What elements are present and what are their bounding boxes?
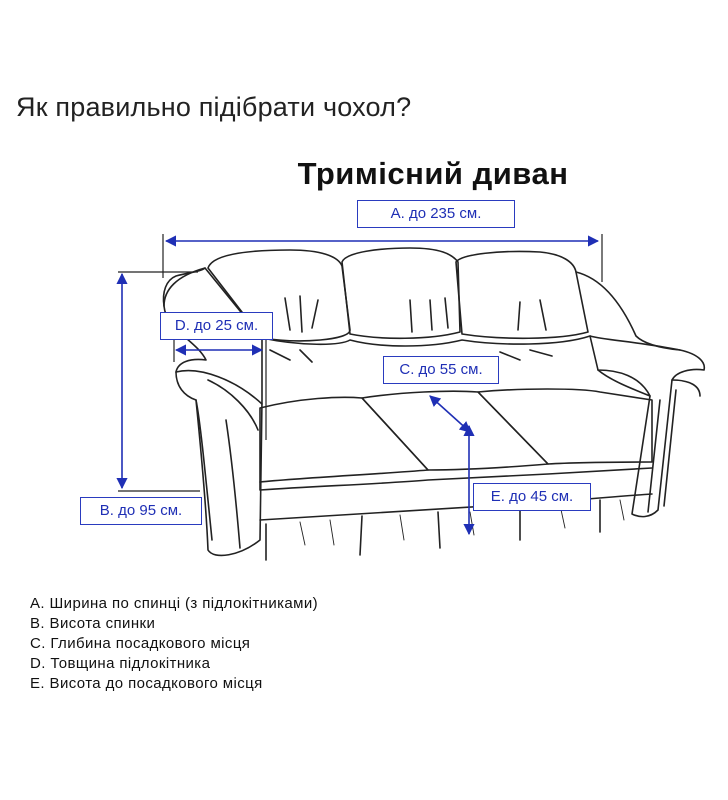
- legend-item-d: D. Товщина підлокітника: [30, 655, 211, 672]
- dimension-label-c: C. до 55 см.: [383, 356, 499, 384]
- page-heading-text: Як правильно підібрати чохол?: [16, 92, 412, 122]
- legend-item-a: A. Ширина по спинці (з підлокітниками): [30, 595, 319, 612]
- heading-clip: [12, 82, 712, 96]
- dimension-label-a: A. до 235 см.: [357, 200, 515, 228]
- legend-item-e: E. Висота до посадкового місця: [30, 675, 263, 692]
- page-heading: Як правильно підібрати чохол?: [12, 82, 712, 128]
- dimension-label-d: D. до 25 см.: [160, 312, 273, 340]
- dimension-label-e: E. до 45 см.: [473, 483, 591, 511]
- seat-cushion-middle: [361, 390, 549, 471]
- back-cushion-left: [207, 249, 351, 342]
- seat-cushion-right: [477, 388, 653, 465]
- right-arm: [589, 335, 706, 518]
- legend: A. Ширина по спинці (з підлокітниками) B…: [30, 594, 318, 694]
- dim-line-c: [429, 395, 471, 433]
- legend-item-c: C. Глибина посадкового місця: [30, 635, 251, 652]
- legend-item-b: B. Висота спинки: [30, 615, 156, 632]
- back-cushion-right: [455, 250, 589, 340]
- back-cushion-middle: [341, 247, 461, 340]
- dimension-label-b: B. до 95 см.: [80, 497, 202, 525]
- seat-cushion-left: [259, 396, 429, 483]
- diagram-title: Тримісний диван: [297, 156, 569, 191]
